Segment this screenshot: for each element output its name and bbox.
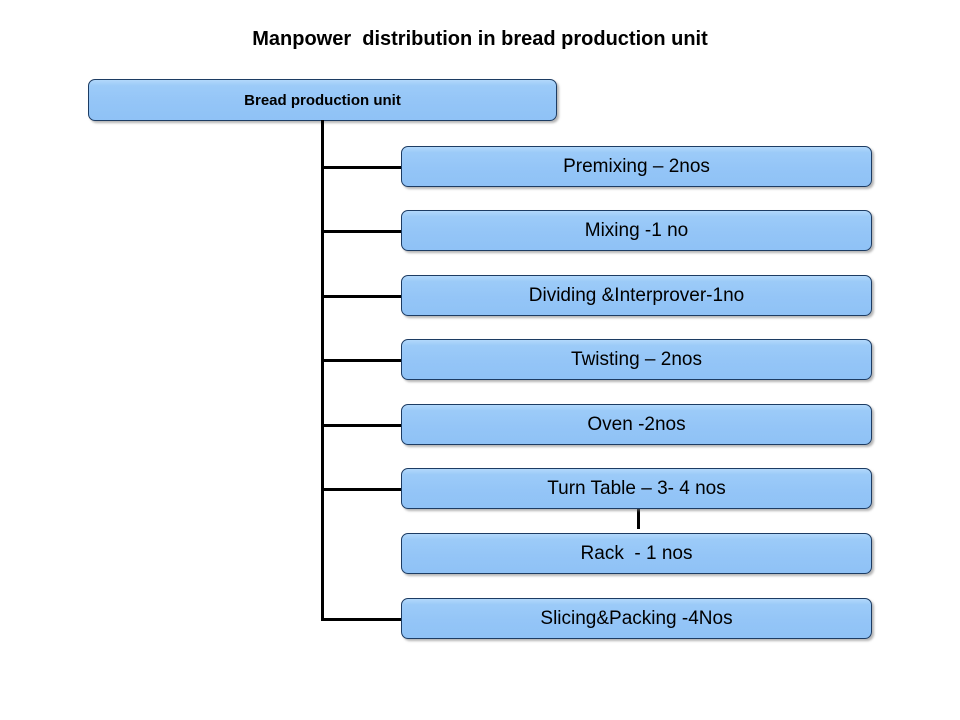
page-title: Manpower distribution in bread productio… (252, 28, 708, 50)
node-label: Premixing – 2nos (563, 155, 710, 177)
node-label: Rack - 1 nos (580, 542, 693, 564)
node-rack[interactable]: Rack - 1 nos (401, 533, 872, 574)
node-twisting[interactable]: Twisting – 2nos (401, 339, 872, 380)
node-label: Bread production unit (244, 91, 401, 109)
node-bread-production-unit[interactable]: Bread production unit (88, 79, 557, 121)
connector-branch-turn-table (321, 488, 402, 491)
node-turn-table[interactable]: Turn Table – 3- 4 nos (401, 468, 872, 509)
node-slicing-packing[interactable]: Slicing&Packing -4Nos (401, 598, 872, 639)
node-mixing[interactable]: Mixing -1 no (401, 210, 872, 251)
connector-branch-premixing (321, 166, 402, 169)
connector-spine (321, 120, 324, 621)
node-label: Mixing -1 no (584, 219, 689, 241)
node-label: Dividing &Interprover-1no (528, 284, 745, 306)
node-oven[interactable]: Oven -2nos (401, 404, 872, 445)
connector-branch-dividing (321, 295, 402, 298)
node-label: Slicing&Packing -4Nos (540, 607, 733, 629)
node-premixing[interactable]: Premixing – 2nos (401, 146, 872, 187)
connector-turn-table-to-rack (637, 509, 640, 529)
connector-branch-mixing (321, 230, 402, 233)
node-label: Oven -2nos (587, 413, 686, 435)
node-label: Twisting – 2nos (571, 348, 702, 370)
connector-branch-twisting (321, 359, 402, 362)
node-label: Turn Table – 3- 4 nos (547, 477, 726, 499)
connector-branch-oven (321, 424, 402, 427)
node-dividing-interprover[interactable]: Dividing &Interprover-1no (401, 275, 872, 316)
connector-branch-slicing-packing (321, 618, 402, 621)
